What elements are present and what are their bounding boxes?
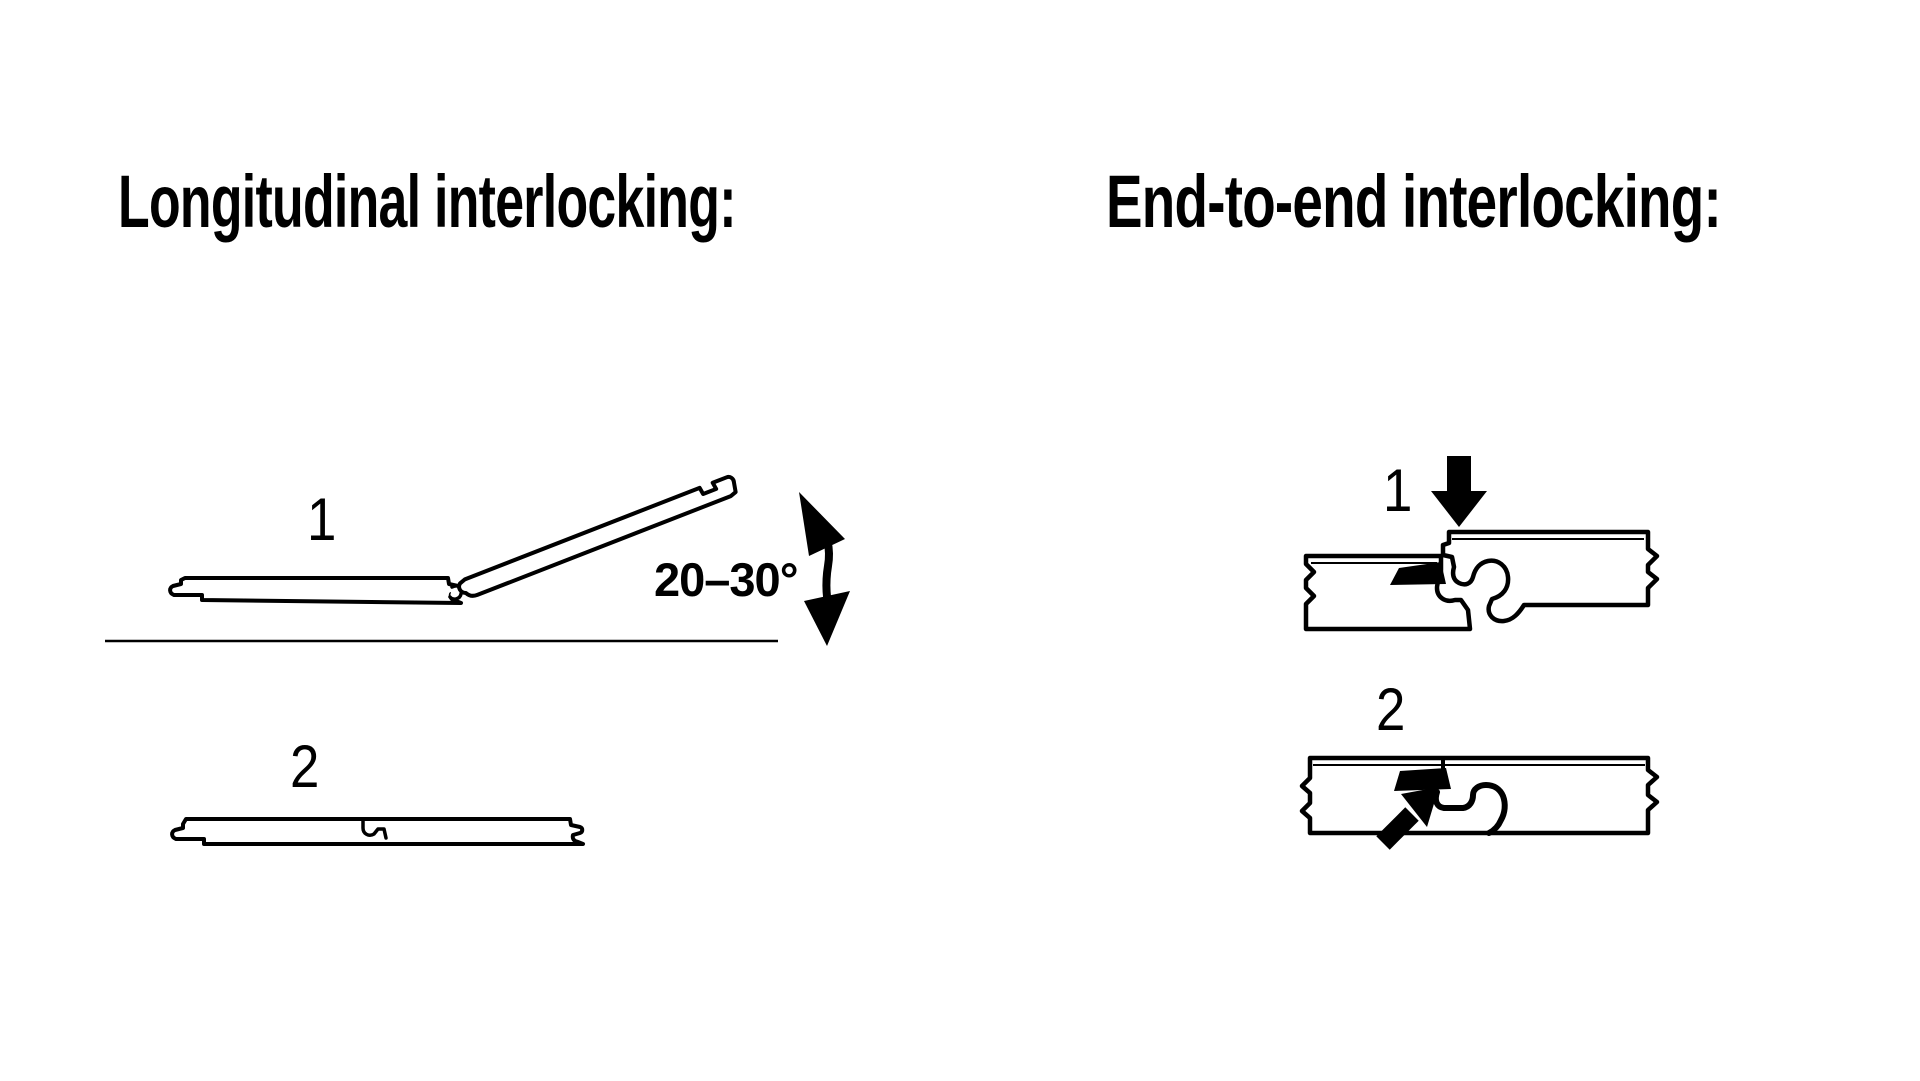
- angled-plank: [457, 474, 738, 598]
- angled-plank-group: [457, 474, 738, 598]
- press-down-arrow-stem: [1447, 456, 1471, 494]
- locked-tongue: [1394, 768, 1451, 791]
- locking-tongue-wedge: [1390, 562, 1446, 585]
- left-step-2-number: 2: [290, 733, 320, 800]
- middle-seam: [361, 818, 388, 840]
- left-panel-title: Longitudinal interlocking:: [118, 165, 1001, 239]
- right-step-1-number: 1: [1383, 457, 1413, 524]
- flat-plank: [168, 576, 463, 605]
- left-panel-title-text: Longitudinal interlocking:: [118, 160, 736, 243]
- slide-in-arrow-tail: [1376, 807, 1419, 850]
- new-plank-cross-section: [1440, 529, 1660, 624]
- angle-swing-arrow-icon: [799, 492, 850, 646]
- end-to-end-step1-figure: [1303, 456, 1660, 632]
- angle-range-label: 20–30°: [654, 553, 798, 606]
- press-down-arrow-icon: [1431, 456, 1487, 527]
- end-to-end-step2-figure: [1299, 755, 1660, 850]
- swing-arrow-up-head: [799, 492, 845, 556]
- swing-arrow-down-head: [804, 591, 850, 646]
- press-down-arrow-head: [1431, 491, 1487, 527]
- longitudinal-step2-figure: [170, 817, 585, 846]
- right-step-2-number: 2: [1376, 676, 1406, 743]
- slide-in-arrow-icon: [1376, 787, 1439, 850]
- installed-plank-cross-section: [1303, 553, 1473, 632]
- hook-channel-profile: [1432, 782, 1508, 836]
- slide-in-arrow-head: [1401, 787, 1439, 827]
- left-step-1-number: 1: [307, 486, 337, 553]
- right-panel-title: End-to-end interlocking:: [1106, 165, 1920, 239]
- longitudinal-step1-figure: [105, 474, 850, 646]
- right-panel-title-text: End-to-end interlocking:: [1106, 160, 1722, 243]
- joined-plank-cross-section: [1299, 755, 1660, 836]
